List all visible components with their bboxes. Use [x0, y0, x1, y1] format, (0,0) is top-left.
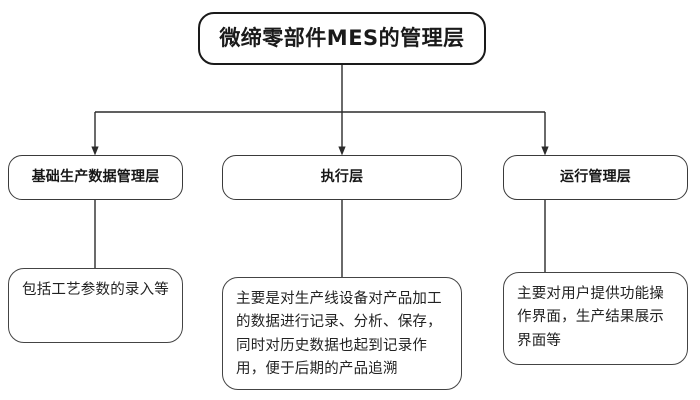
node-description-operation-management[interactable]: 主要对用户提供功能操作界面，生产结果展示界面等	[503, 272, 688, 365]
node-title-mes-management-layer[interactable]: 微缔零部件MES的管理层	[198, 12, 486, 65]
node-description-1-label: 包括工艺参数的录入等	[22, 282, 169, 298]
node-layer-1-label: 基础生产数据管理层	[31, 169, 160, 186]
node-layer-3-label: 运行管理层	[560, 169, 631, 186]
node-description-basic-production-data[interactable]: 包括工艺参数的录入等	[8, 268, 183, 343]
node-description-2-label: 主要是对生产线设备对产品加工的数据进行记录、分析、保存，同时对历史数据也起到记录…	[236, 291, 442, 378]
node-layer-operation-management[interactable]: 运行管理层	[503, 155, 688, 200]
node-description-execution[interactable]: 主要是对生产线设备对产品加工的数据进行记录、分析、保存，同时对历史数据也起到记录…	[222, 277, 462, 390]
node-description-3-label: 主要对用户提供功能操作界面，生产结果展示界面等	[517, 286, 664, 349]
node-title-label: 微缔零部件MES的管理层	[219, 26, 465, 51]
node-layer-2-label: 执行层	[320, 169, 364, 186]
node-layer-execution[interactable]: 执行层	[222, 155, 462, 200]
node-layer-basic-production-data[interactable]: 基础生产数据管理层	[8, 155, 183, 200]
